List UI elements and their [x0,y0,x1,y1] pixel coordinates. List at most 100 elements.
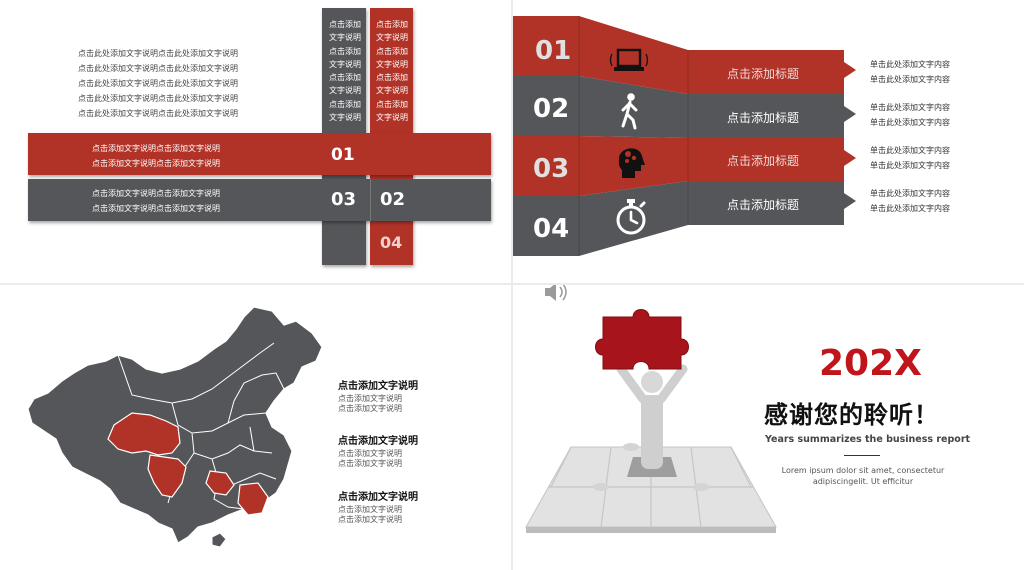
ribbon-left-02 [513,76,579,136]
map-legend-item-3: 点击添加文字说明 点击添加文字说明 点击添加文字说明 [338,488,418,525]
column-line: 点击添加 [329,46,361,56]
column-line: 文字说明 [329,86,361,96]
desc-line: 单击此处添加文字内容 [870,75,950,84]
map-highlight-sichuan [147,454,187,498]
desc-line: 单击此处添加文字内容 [870,189,950,198]
ribbon-right-04 [688,181,844,225]
legend-sub: 点击添加文字说明 [338,449,402,458]
legend-title: 点击添加文字说明 [338,381,418,392]
paragraph-line: 点击此处添加文字说明点击此处添加文字说明 [78,49,238,58]
arrow-tip-03 [844,150,856,166]
legend-title: 点击添加文字说明 [338,492,418,503]
ribbon-left-01 [513,16,579,76]
map-legend-item-1: 点击添加文字说明 点击添加文字说明 点击添加文字说明 [338,377,418,414]
legend-sub: 点击添加文字说明 [338,404,402,413]
desc-line: 单击此处添加文字内容 [870,118,950,127]
left-paragraph: 点击此处添加文字说明点击此处添加文字说明 点击此处添加文字说明点击此处添加文字说… [78,46,238,121]
gray-horizontal-band [28,179,491,221]
column-line: 点击添加 [376,73,408,83]
column-line: 点击添加 [376,46,408,56]
arrow-tip-04 [844,193,856,209]
paragraph-line: 点击此处添加文字说明点击此处添加文字说明 [78,94,238,103]
column-line: 文字说明 [376,59,408,69]
paragraph-line: 点击此处添加文字说明点击此处添加文字说明 [78,79,238,88]
arrow-tip-01 [844,62,856,78]
desc-line: 单击此处添加文字内容 [870,103,950,112]
legend-title: 点击添加文字说明 [338,436,418,447]
label-01: 01 [331,145,355,165]
ribbon-graphic [513,16,856,256]
paragraph-line: 点击此处添加文字说明点击此处添加文字说明 [78,64,238,73]
row-description: 单击此处添加文字内容 单击此处添加文字内容 [870,100,950,130]
ribbon-left-03 [513,136,579,196]
column-line: 点击添加 [329,99,361,109]
label-02: 02 [380,189,406,210]
ribbon-mid-04 [579,181,688,256]
map-highlight-hunan [205,470,235,496]
desc-line: 单击此处添加文字内容 [870,146,950,155]
year-title: 202X [819,343,922,384]
column-line: 点击添加 [329,73,361,83]
band-line: 点击添加文字说明点击添加文字说明 [92,204,220,213]
puzzle-illustration [525,309,777,533]
map-highlight-qinghai [107,412,181,456]
arrow-tip-02 [844,106,856,122]
gray-band-text: 点击添加文字说明点击添加文字说明 点击添加文字说明点击添加文字说明 [92,186,220,216]
map-legend-item-2: 点击添加文字说明 点击添加文字说明 点击添加文字说明 [338,432,418,469]
row-number: 04 [533,214,570,244]
divider [844,455,880,456]
legend-sub: 点击添加文字说明 [338,515,402,524]
cross-cell-02 [370,179,413,221]
thanks-title: 感谢您的聆听！ [764,401,939,429]
map-highlight-guangdong [237,482,269,516]
band-line: 点击添加文字说明点击添加文字说明 [92,189,220,198]
lorem-text: Lorem ipsum dolor sit amet, consectetur … [773,465,953,487]
lorem-line: adipiscingelit. Ut efficitur [812,477,914,486]
slide-thumbnail-4[interactable]: 202X 感谢您的聆听！ Years summarizes the busine… [513,285,1024,570]
gray-column-text: 点击添加 文字说明 点击添加 文字说明 点击添加 文字说明 点击添加 文字说明 [329,18,361,124]
column-line: 文字说明 [329,59,361,69]
lorem-line: Lorem ipsum dolor sit amet, consectetur [781,466,945,475]
paragraph-line: 点击此处添加文字说明点击此处添加文字说明 [78,109,238,118]
desc-line: 单击此处添加文字内容 [870,204,950,213]
legend-sub: 点击添加文字说明 [338,505,402,514]
row-description: 单击此处添加文字内容 单击此处添加文字内容 [870,186,950,216]
stopwatch-icon [616,199,646,235]
desc-line: 单击此处添加文字内容 [870,161,950,170]
speaker-icon[interactable] [541,285,571,305]
red-column-text: 点击添加 文字说明 点击添加 文字说明 点击添加 文字说明 点击添加 文字说明 [376,18,408,124]
row-number: 03 [533,154,570,184]
cross-cell-03 [322,179,366,221]
legend-sub: 点击添加文字说明 [338,459,402,468]
row-title: 点击添加标题 [727,67,800,81]
row-title: 点击添加标题 [727,198,800,212]
band-line: 点击添加文字说明点击添加文字说明 [92,144,220,153]
band-line: 点击添加文字说明点击添加文字说明 [92,159,220,168]
column-line: 文字说明 [376,113,408,123]
report-subtitle: Years summarizes the business report [765,434,971,445]
legend-sub: 点击添加文字说明 [338,394,402,403]
laptop-icon [609,48,649,71]
red-band-text: 点击添加文字说明点击添加文字说明 点击添加文字说明点击添加文字说明 [92,141,220,171]
red-horizontal-band [28,133,491,175]
row-number: 01 [535,36,572,66]
column-line: 文字说明 [376,33,408,43]
ribbon-right-02 [688,94,844,138]
row-description: 单击此处添加文字内容 单击此处添加文字内容 [870,57,950,87]
map-island [211,532,227,548]
column-line: 文字说明 [329,33,361,43]
row-description: 单击此处添加文字内容 单击此处添加文字内容 [870,143,950,173]
ribbon-right-01 [688,50,844,94]
row-title: 点击添加标题 [727,154,800,168]
slide-thumbnail-3[interactable]: 点击添加文字说明 点击添加文字说明 点击添加文字说明 点击添加文字说明 点击添加… [0,285,511,570]
label-04: 04 [380,233,403,252]
column-line: 点击添加 [329,20,361,29]
ribbon-mid-01 [579,16,688,94]
slide-thumbnail-2[interactable]: 01 02 03 04 点击添加标题 点击添加标题 点击添加标题 点击添加标题 … [513,0,1024,283]
column-line: 点击添加 [376,20,408,29]
ribbon-right-03 [688,138,844,181]
slide-thumbnail-1[interactable]: 点击此处添加文字说明点击此处添加文字说明 点击此处添加文字说明点击此处添加文字说… [0,0,511,283]
walking-person-icon [621,93,638,130]
column-line: 文字说明 [329,113,361,123]
ribbon-left-04 [513,196,579,256]
